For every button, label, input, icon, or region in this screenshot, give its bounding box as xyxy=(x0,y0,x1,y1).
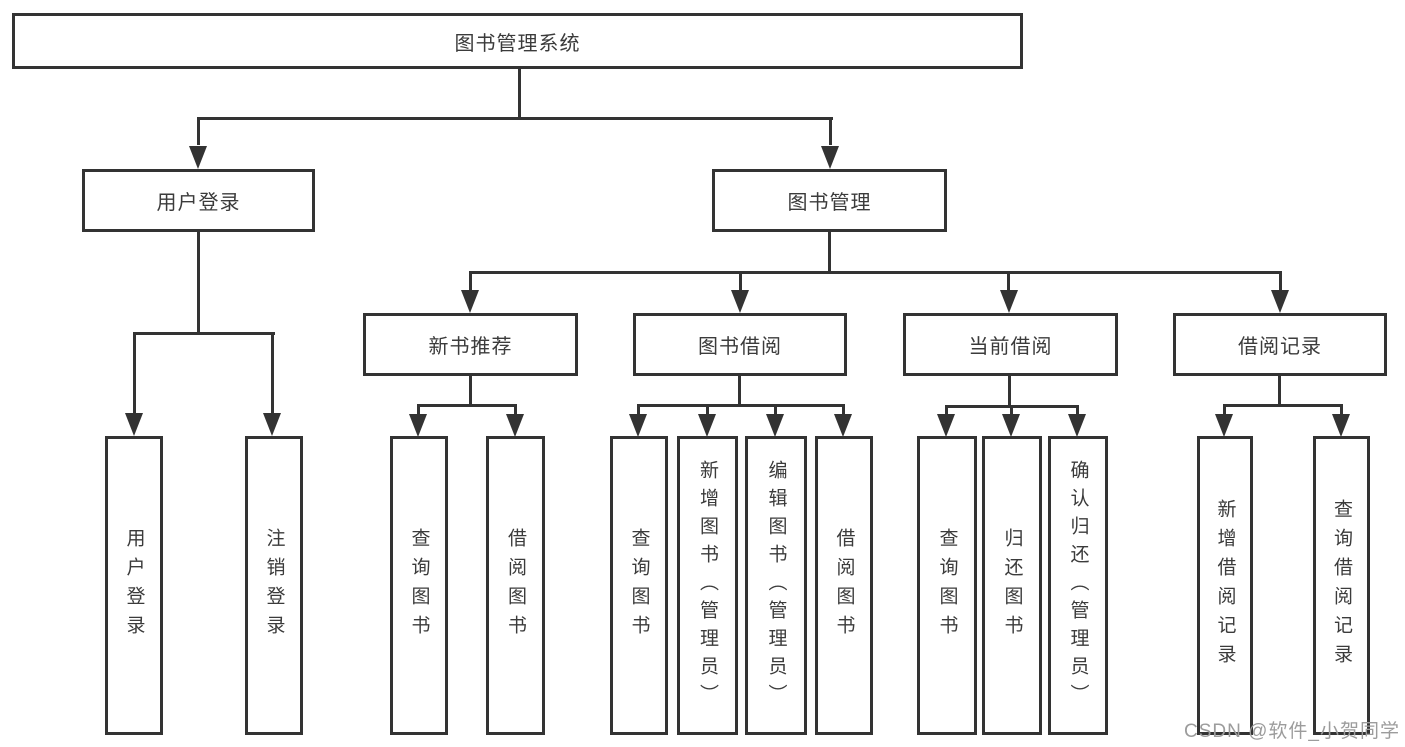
connector-line xyxy=(197,232,200,335)
leaf-edit-book-admin: 编辑图书（管理员） xyxy=(745,436,807,735)
arrow-down-icon xyxy=(937,414,955,437)
connector-line xyxy=(514,404,517,418)
connector-line xyxy=(738,376,741,406)
leaf-label: 查询图书 xyxy=(936,527,958,644)
node-borrow-records: 借阅记录 xyxy=(1173,313,1387,376)
connector-line xyxy=(1010,405,1013,418)
connector-line xyxy=(829,117,832,145)
leaf-search-borrow-record: 查询借阅记录 xyxy=(1313,436,1370,735)
connector-line xyxy=(1340,404,1343,418)
connector-line xyxy=(469,376,472,406)
leaf-label: 新增图书（管理员） xyxy=(697,459,718,712)
node-current-borrow: 当前借阅 xyxy=(903,313,1118,376)
connector-line xyxy=(1223,404,1343,407)
arrow-down-icon xyxy=(506,414,524,437)
leaf-label: 归还图书 xyxy=(1001,527,1023,644)
connector-line xyxy=(469,271,472,293)
arrow-down-icon xyxy=(1000,290,1018,313)
arrow-down-icon xyxy=(125,413,143,436)
arrow-down-icon xyxy=(766,414,784,437)
node-root: 图书管理系统 xyxy=(12,13,1023,69)
arrow-down-icon xyxy=(1068,414,1086,437)
connector-line xyxy=(1076,405,1079,418)
connector-line xyxy=(518,69,521,119)
leaf-label: 查询借阅记录 xyxy=(1331,498,1352,673)
leaf-label: 新增借阅记录 xyxy=(1214,498,1236,673)
node-user-login: 用户登录 xyxy=(82,169,315,232)
connector-line xyxy=(637,404,640,418)
arrow-down-icon xyxy=(1332,414,1350,437)
leaf-add-book-admin: 新增图书（管理员） xyxy=(677,436,738,735)
arrow-down-icon xyxy=(409,414,427,437)
arrow-down-icon xyxy=(834,414,852,437)
connector-line xyxy=(842,404,845,418)
connector-line xyxy=(1007,271,1010,293)
csdn-watermark: CSDN @软件_小贺同学 xyxy=(1184,721,1400,742)
arrow-down-icon xyxy=(1002,414,1020,437)
connector-line xyxy=(739,271,742,293)
leaf-borrow-book-1: 借阅图书 xyxy=(486,436,545,735)
leaf-label: 编辑图书（管理员） xyxy=(765,459,787,712)
leaf-search-book-3: 查询图书 xyxy=(917,436,977,735)
leaf-user-login: 用户登录 xyxy=(105,436,163,735)
arrow-down-icon xyxy=(731,290,749,313)
connector-line xyxy=(774,404,777,418)
leaf-label: 查询图书 xyxy=(408,527,430,644)
connector-line xyxy=(417,404,517,407)
leaf-search-book-2: 查询图书 xyxy=(610,436,668,735)
leaf-label: 注销登录 xyxy=(263,527,285,644)
connector-line xyxy=(469,271,1282,274)
arrow-down-icon xyxy=(461,290,479,313)
leaf-add-borrow-record: 新增借阅记录 xyxy=(1197,436,1253,735)
arrow-down-icon xyxy=(698,414,716,437)
connector-line xyxy=(945,405,948,418)
leaf-label: 用户登录 xyxy=(123,527,145,644)
connector-line xyxy=(637,404,845,407)
arrow-down-icon xyxy=(1215,414,1233,437)
node-new-book-recommend: 新书推荐 xyxy=(363,313,578,376)
leaf-label: 确认归还（管理员） xyxy=(1067,459,1089,712)
connector-line xyxy=(1008,376,1011,407)
leaf-label: 查询图书 xyxy=(628,527,650,644)
arrow-down-icon xyxy=(629,414,647,437)
arrow-down-icon xyxy=(821,146,839,169)
arrow-down-icon xyxy=(1271,290,1289,313)
leaf-logout: 注销登录 xyxy=(245,436,303,735)
connector-line xyxy=(706,404,709,418)
connector-line xyxy=(271,332,274,414)
leaf-confirm-return-admin: 确认归还（管理员） xyxy=(1048,436,1108,735)
connector-line xyxy=(828,232,831,274)
connector-line xyxy=(197,117,833,120)
arrow-down-icon xyxy=(189,146,207,169)
leaf-borrow-book-2: 借阅图书 xyxy=(815,436,873,735)
leaf-search-book-1: 查询图书 xyxy=(390,436,448,735)
leaf-return-book: 归还图书 xyxy=(982,436,1042,735)
leaf-label: 借阅图书 xyxy=(833,527,855,644)
connector-line xyxy=(133,332,275,335)
connector-line xyxy=(197,117,200,145)
connector-line xyxy=(417,404,420,418)
connector-line xyxy=(1223,404,1226,418)
node-book-management: 图书管理 xyxy=(712,169,947,232)
connector-line xyxy=(1279,271,1282,293)
leaf-label: 借阅图书 xyxy=(505,527,526,644)
connector-line xyxy=(133,332,136,414)
node-book-borrow: 图书借阅 xyxy=(633,313,847,376)
arrow-down-icon xyxy=(263,413,281,436)
connector-line xyxy=(1278,376,1281,406)
